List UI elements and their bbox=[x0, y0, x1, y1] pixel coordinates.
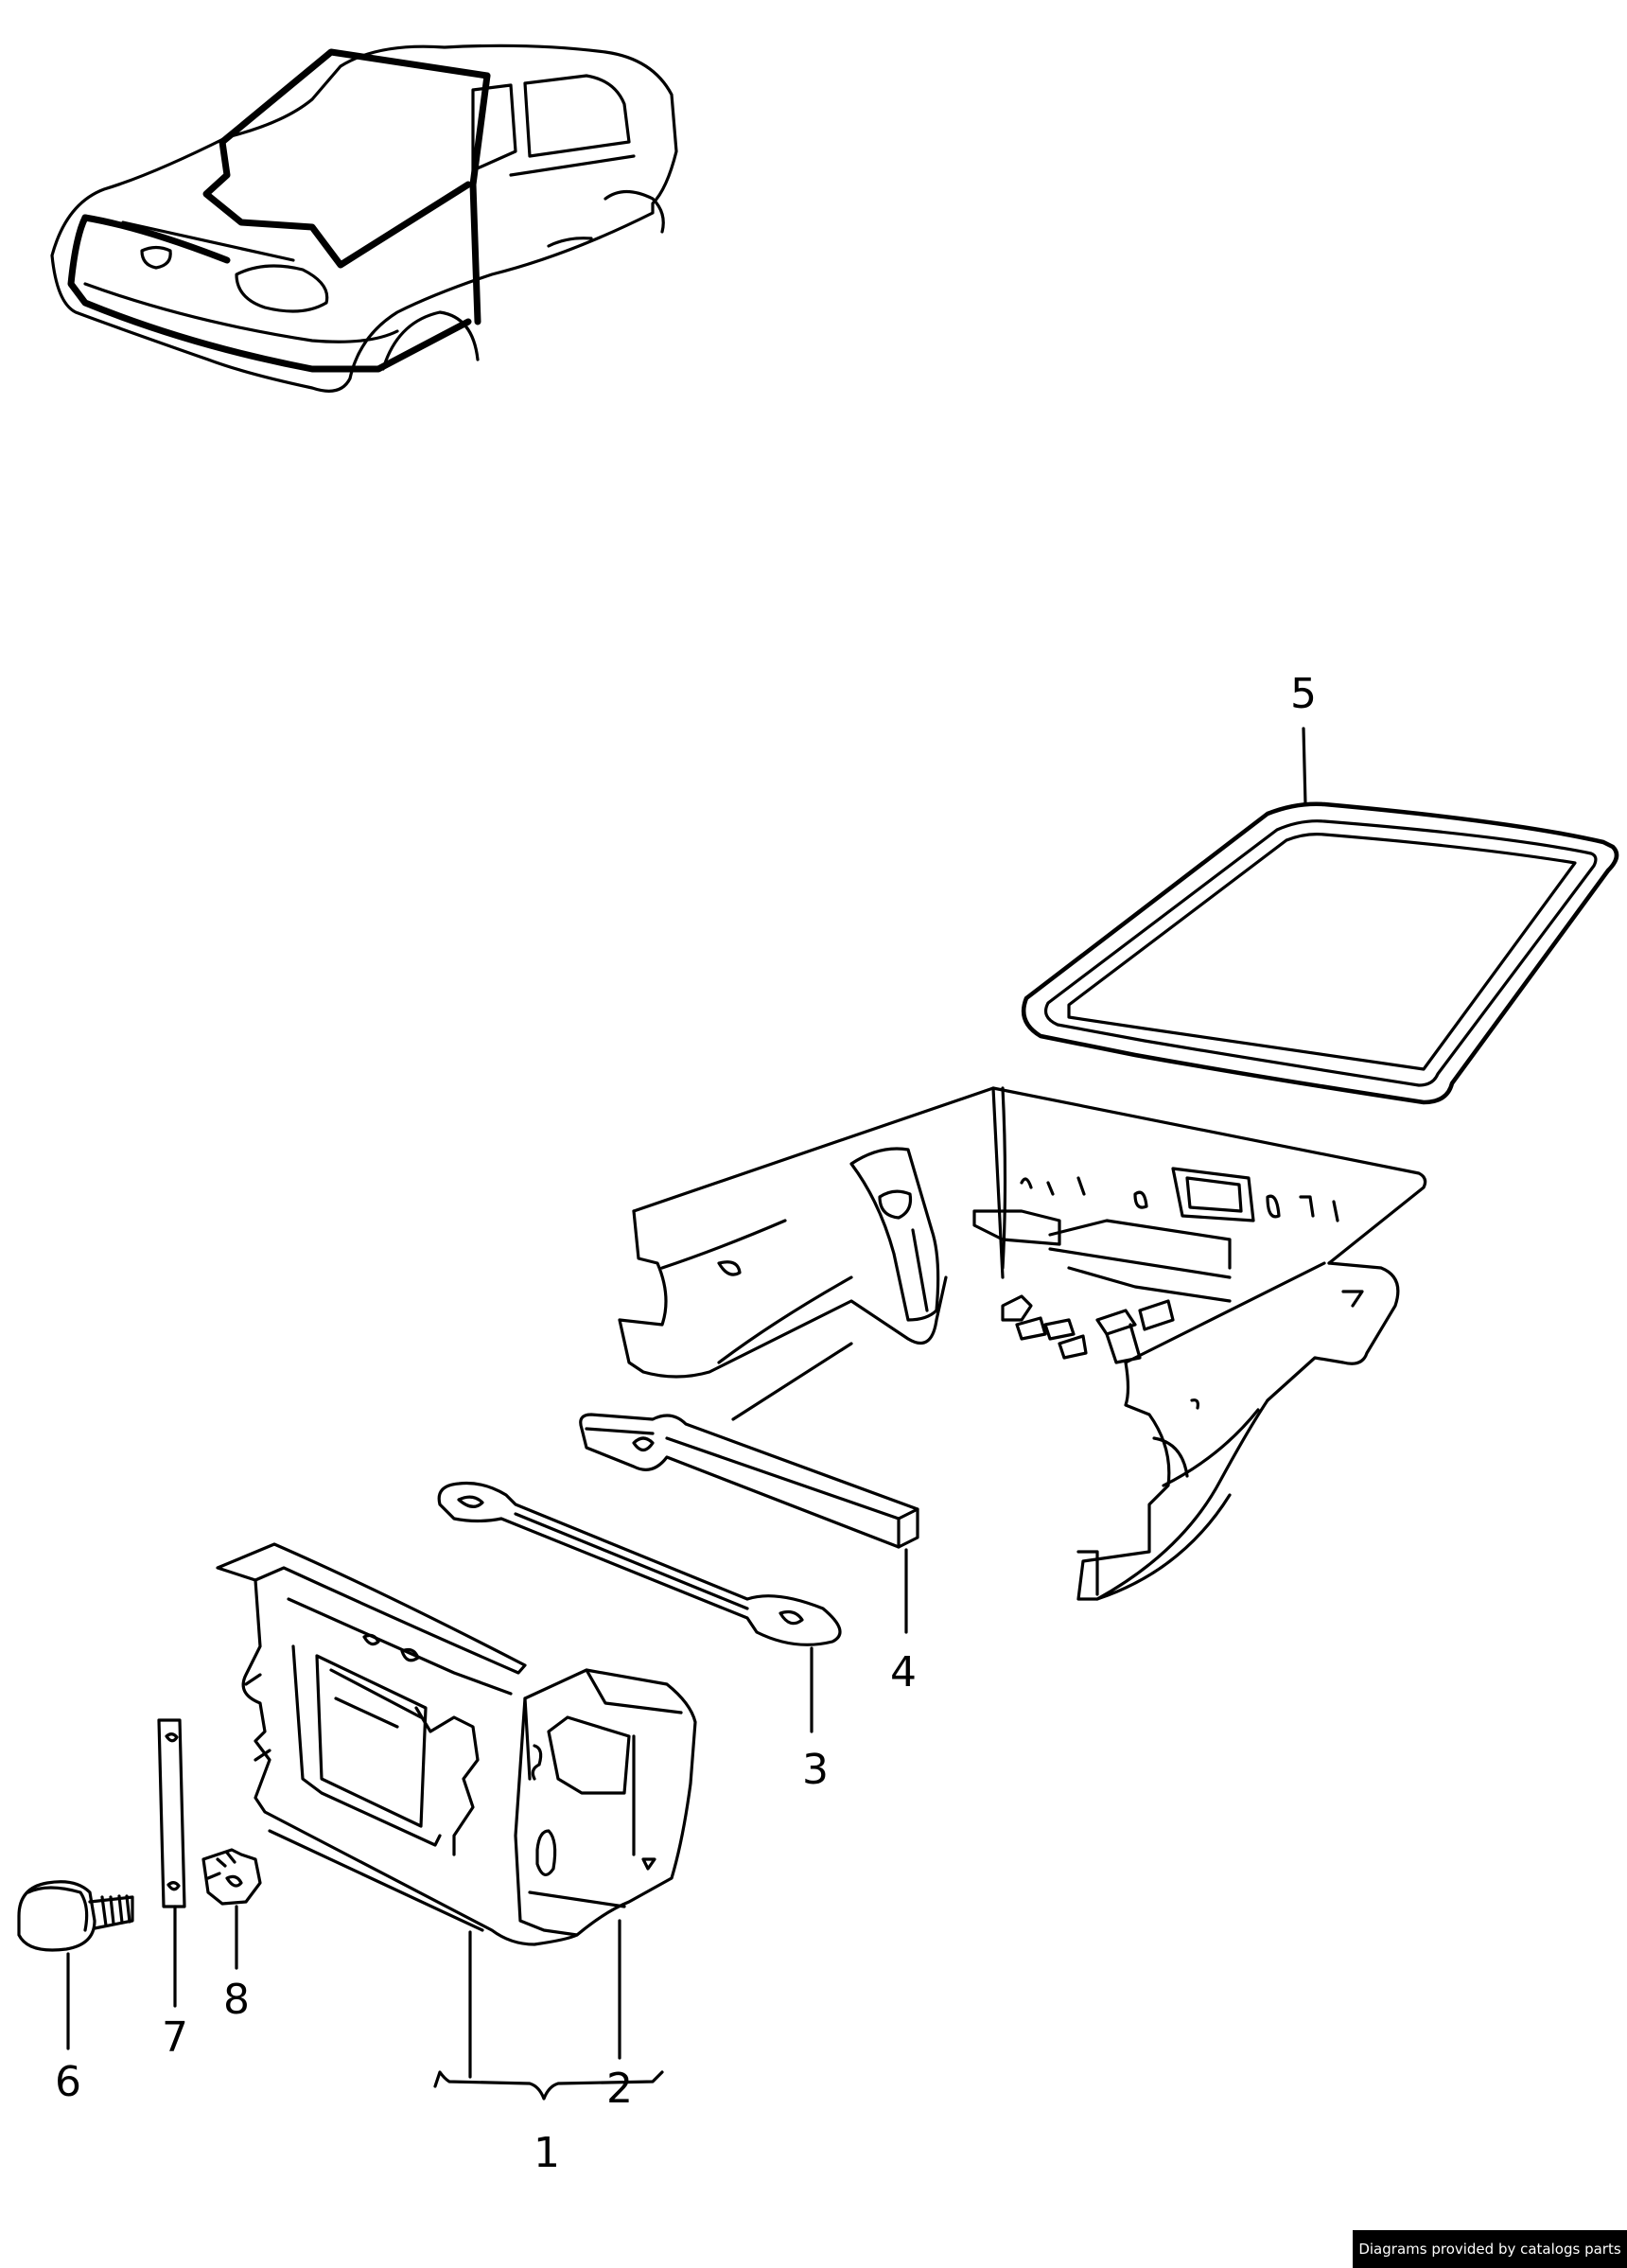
part-6-bolt bbox=[17, 1880, 134, 2050]
callout-5: 5 bbox=[1290, 670, 1317, 718]
callout-8: 8 bbox=[223, 1976, 250, 2024]
callout-6: 6 bbox=[55, 2058, 81, 2106]
callout-3: 3 bbox=[802, 1746, 829, 1794]
callout-4: 4 bbox=[890, 1648, 917, 1697]
part-7-strap bbox=[157, 1718, 186, 2008]
part-3-brace bbox=[437, 1481, 842, 1733]
callout-7: 7 bbox=[162, 2013, 188, 2062]
part-4-strut bbox=[579, 1413, 919, 1634]
part-8-clip-nut bbox=[201, 1848, 262, 1970]
part-1-2-front-panel bbox=[216, 1542, 697, 2101]
callout-2: 2 bbox=[606, 2065, 633, 2113]
footer-credit: Diagrams provided by catalogs parts bbox=[1353, 2230, 1627, 2268]
vehicle-overview-icon bbox=[50, 44, 678, 393]
front-body-assembly bbox=[618, 1086, 1427, 1601]
part-5-frame-seal bbox=[1021, 727, 1619, 1105]
callout-1: 1 bbox=[534, 2129, 560, 2177]
